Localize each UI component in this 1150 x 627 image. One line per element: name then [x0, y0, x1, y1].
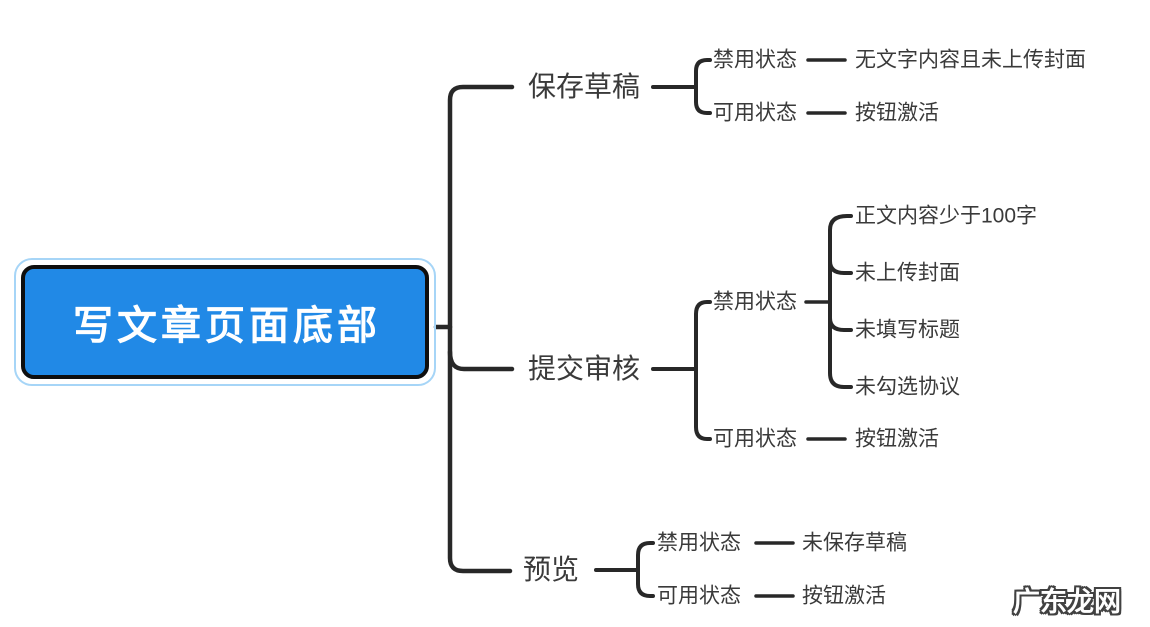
disabled-subbracket [828, 214, 853, 389]
watermark: 广东龙网 [1013, 587, 1121, 617]
branch-node-submit-review[interactable]: 提交审核 [528, 353, 641, 384]
leaf-node-submit-reason-4[interactable]: 未勾选协议 [855, 375, 960, 399]
leaf-node-preview-enabled-result[interactable]: 按钮激活 [802, 584, 886, 608]
leaf-node-submit-enabled-result[interactable]: 按钮激活 [855, 427, 939, 451]
root-node-selection: 写文章页面底部 [14, 258, 436, 386]
branch-submit-bracket [694, 300, 712, 441]
subbracket-elbow [828, 259, 853, 275]
branch-preview-bracket [636, 541, 655, 598]
state-node-preview-disabled[interactable]: 禁用状态 [657, 531, 741, 555]
state-node-save-disabled[interactable]: 禁用状态 [713, 48, 797, 72]
leaf-node-preview-disabled-reason[interactable]: 未保存草稿 [802, 531, 907, 555]
branch-node-save-draft[interactable]: 保存草稿 [528, 71, 641, 102]
branch-submit-line [447, 349, 515, 372]
leaf-node-submit-reason-2[interactable]: 未上传封面 [855, 261, 960, 285]
root-node-label: 写文章页面底部 [73, 304, 381, 348]
branch-save-bracket [694, 58, 712, 115]
state-node-submit-disabled[interactable]: 禁用状态 [713, 290, 797, 314]
subbracket-elbow [828, 316, 853, 332]
leaf-node-submit-reason-1[interactable]: 正文内容少于100字 [855, 204, 1038, 228]
state-node-preview-enabled[interactable]: 可用状态 [657, 584, 741, 608]
leaf-node-save-enabled-result[interactable]: 按钮激活 [855, 101, 939, 125]
root-node[interactable]: 写文章页面底部 [21, 265, 429, 379]
state-node-save-enabled[interactable]: 可用状态 [713, 101, 797, 125]
trunk-line [447, 84, 515, 574]
branch-node-preview[interactable]: 预览 [523, 554, 580, 585]
state-node-submit-enabled[interactable]: 可用状态 [713, 427, 797, 451]
leaf-node-save-disabled-reason[interactable]: 无文字内容且未上传封面 [855, 48, 1086, 72]
leaf-node-submit-reason-3[interactable]: 未填写标题 [855, 318, 960, 342]
